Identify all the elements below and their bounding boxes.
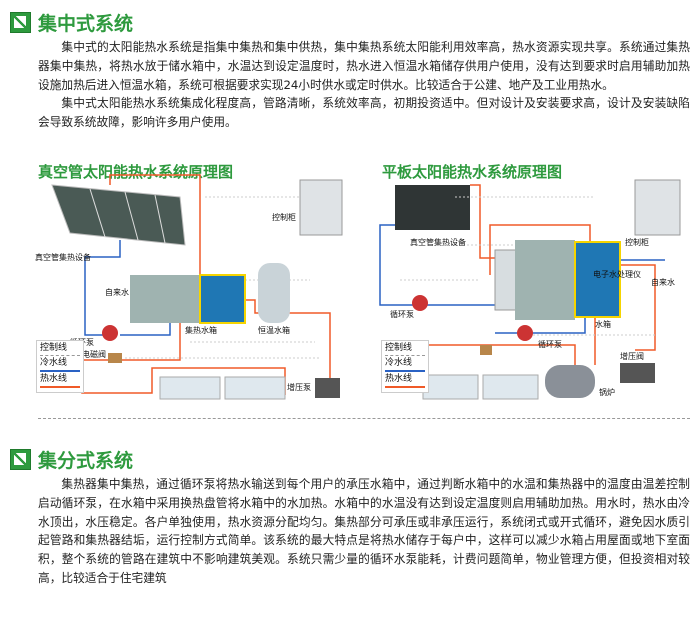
legend-hot-water-line: 热水线: [385, 374, 425, 388]
diagram-title: 平板太阳能热水系统原理图: [382, 163, 563, 181]
legend-cold-water-line: 冷水线: [385, 358, 425, 372]
svg-text:电磁阀: 电磁阀: [82, 349, 106, 359]
constant-temp-tank: [258, 263, 290, 323]
svg-text:集热水箱: 集热水箱: [185, 325, 217, 335]
paragraph: 集中式太阳能热水系统集成化程度高，管路清晰，系统效率高，初期投资适中。但对设计及…: [38, 96, 690, 130]
svg-text:控制柜: 控制柜: [625, 237, 649, 247]
section-body: 集热器集中集热，通过循环泵将热水输送到每个用户的承压水箱中，通过判断水箱中的水温…: [38, 475, 690, 588]
boiler-icon: [545, 365, 595, 398]
svg-text:增压泵: 增压泵: [287, 382, 311, 392]
water-tank: [515, 240, 575, 320]
svg-text:恒温水箱: 恒温水箱: [258, 325, 290, 335]
svg-text:自来水: 自来水: [105, 287, 129, 297]
vacuum-tube-diagram: 真空管集热设备 控制柜 自来水 循环泵 集热水箱 恒温水箱 电磁阀 增压泵: [35, 174, 343, 400]
svg-text:真空管集热设备: 真空管集热设备: [410, 237, 466, 247]
section-title: 集中式系统: [38, 13, 134, 35]
svg-text:自来水: 自来水: [651, 277, 675, 287]
section-icon: [10, 449, 31, 470]
paragraph: 集热器集中集热，通过循环泵将热水输送到每个用户的承压水箱中，通过判断水箱中的水温…: [38, 477, 690, 585]
legend-left: 控制线 冷水线 热水线: [36, 340, 84, 393]
svg-text:电子水处理仪: 电子水处理仪: [593, 269, 641, 279]
section-header-centralized: 集中式系统: [10, 9, 133, 36]
legend-right: 控制线 冷水线 热水线: [381, 340, 429, 393]
paragraph: 集中式的太阳能热水系统是指集中集热和集中供热，集中集热系统太阳能利用效率高，热水…: [38, 40, 690, 92]
pump-icon: [102, 325, 118, 341]
section-body: 集中式的太阳能热水系统是指集中集热和集中供热，集中集热系统太阳能利用效率高，热水…: [38, 38, 690, 132]
svg-text:增压阀: 增压阀: [620, 351, 644, 361]
pump-icon: [412, 295, 428, 311]
solar-collector: [51, 184, 186, 246]
legend-hot-water-line: 热水线: [40, 374, 80, 388]
pump-icon: [517, 325, 533, 341]
section-title: 集分式系统: [38, 450, 134, 472]
heat-exchanger: [494, 249, 518, 311]
svg-text:控制柜: 控制柜: [272, 212, 296, 222]
legend-control-line: 控制线: [40, 343, 80, 356]
valve-icon: [480, 345, 492, 355]
valve-icon: [108, 353, 122, 363]
section-header-distributed: 集分式系统: [10, 446, 133, 473]
svg-text:循环泵: 循环泵: [538, 339, 562, 349]
svg-text:真空管集热设备: 真空管集热设备: [35, 252, 91, 262]
svg-text:锅炉: 锅炉: [599, 387, 615, 397]
legend-cold-water-line: 冷水线: [40, 358, 80, 372]
control-cabinet: [634, 179, 681, 236]
solar-collector: [395, 185, 470, 230]
booster-pump-icon: [315, 378, 340, 398]
diagram-title: 真空管太阳能热水系统原理图: [38, 163, 234, 181]
flat-plate-diagram: 真空管集热设备 控制柜 电子水处理仪 自来水 循环泵 循环泵 水箱 增压阀 锅炉: [379, 179, 681, 400]
divider: [38, 418, 690, 419]
svg-text:水箱: 水箱: [595, 319, 611, 329]
legend-control-line: 控制线: [385, 343, 425, 356]
heat-collection-tank: [130, 275, 200, 323]
svg-text:循环泵: 循环泵: [390, 309, 414, 319]
section-icon: [10, 12, 31, 33]
booster-icon: [620, 363, 655, 383]
control-cabinet: [299, 179, 343, 236]
